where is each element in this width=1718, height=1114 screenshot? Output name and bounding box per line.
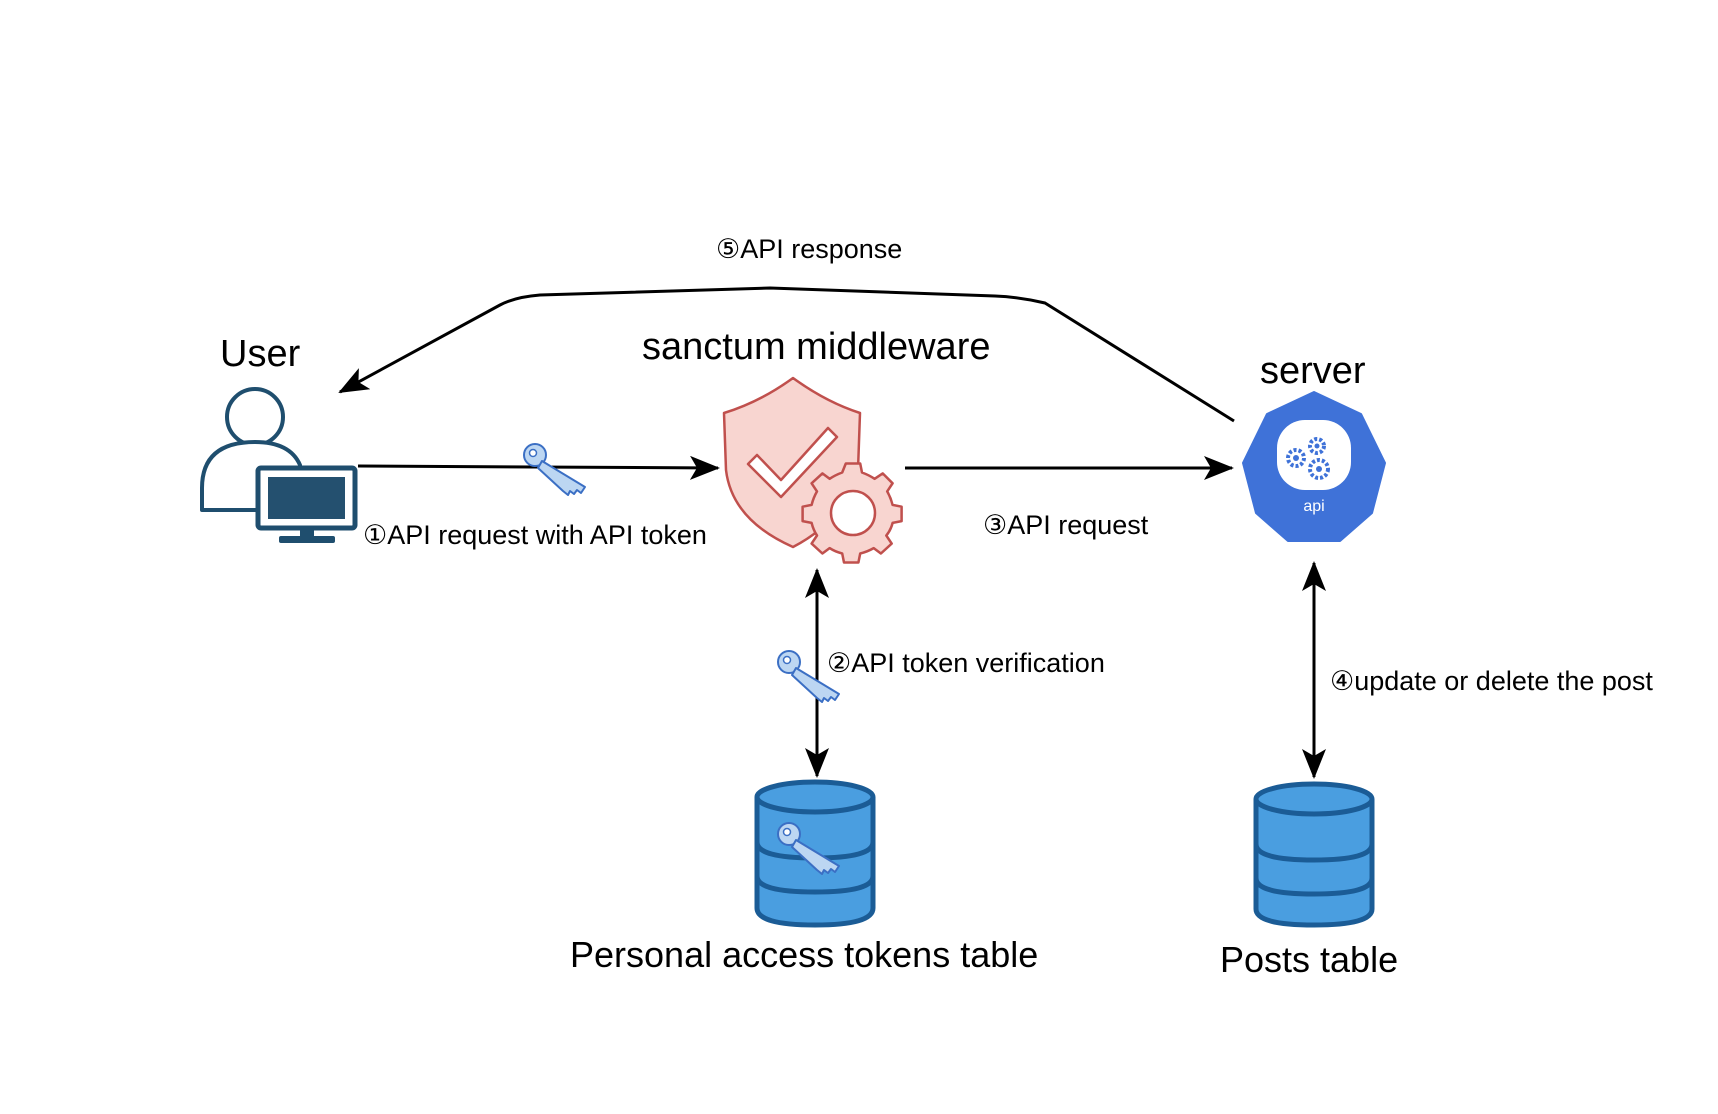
api-request-label: ③API request (983, 510, 1149, 540)
posts-table-label: Posts table (1220, 939, 1398, 980)
api-badge: api (1303, 498, 1324, 515)
middleware-label: sanctum middleware (642, 326, 990, 368)
key-icon (523, 443, 586, 496)
update-delete-label: ④update or delete the post (1330, 666, 1653, 696)
token-verification-label: ②API token verification (827, 648, 1105, 678)
database-icon (1253, 781, 1375, 928)
request-with-token-label: ①API request with API token (363, 520, 707, 550)
tokens-table-label: Personal access tokens table (570, 934, 1038, 975)
api-server-icon: api (1242, 391, 1386, 542)
api-response-label: ⑤API response (716, 234, 902, 264)
api-response-arrow (338, 286, 1235, 423)
server-label: server (1260, 350, 1366, 392)
user-label: User (220, 333, 301, 375)
database-key-icon (754, 779, 876, 928)
user-computer-icon (200, 387, 358, 543)
shield-check-gear-icon (722, 376, 903, 564)
